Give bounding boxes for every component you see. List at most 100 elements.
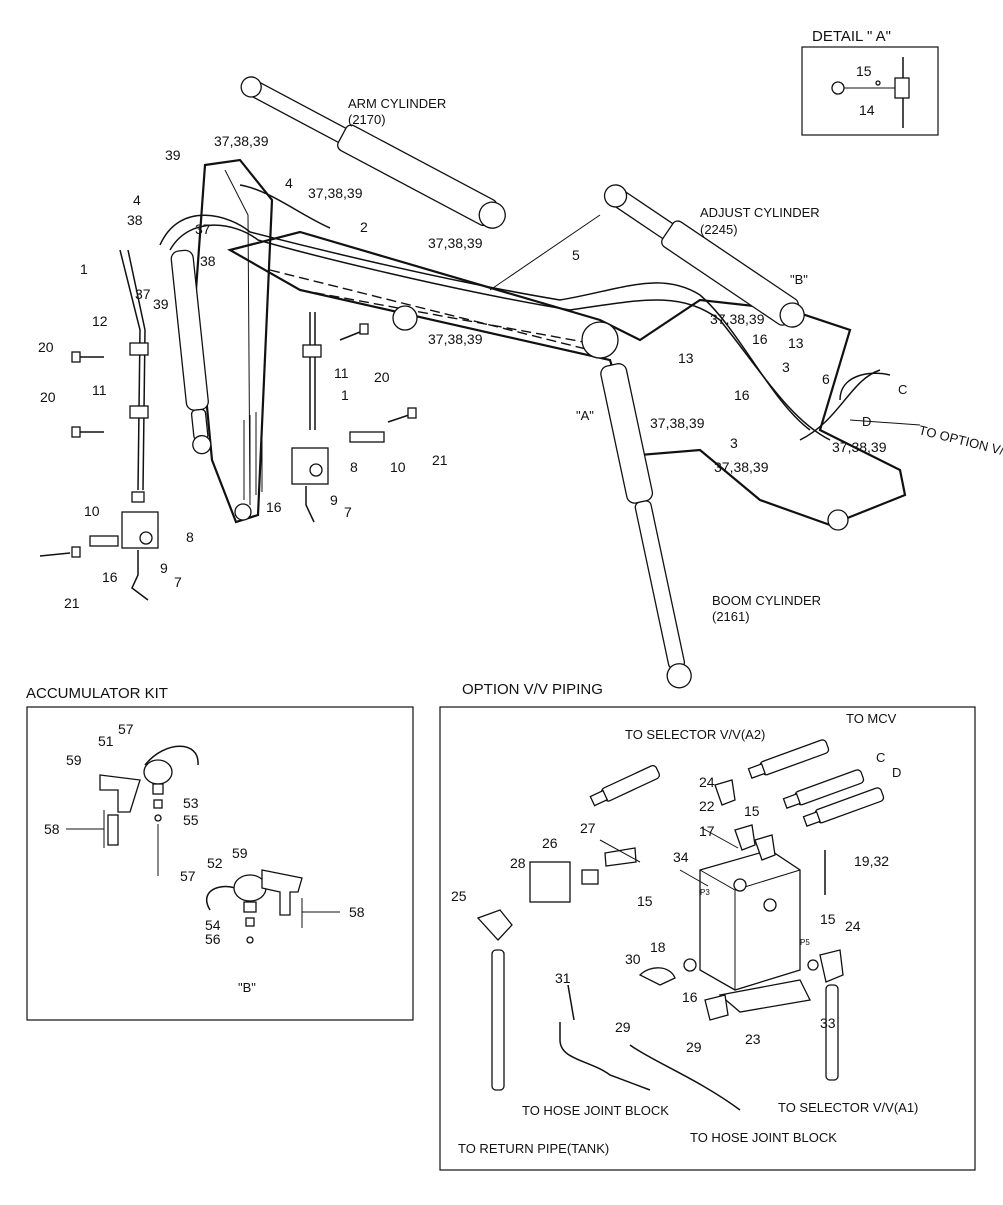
valve-port-2 [763,898,777,912]
hose-to-selector-a2 [589,764,660,807]
elbow-22-a [734,824,756,851]
elbow-24-top [714,779,736,806]
boom-hidden-line [299,289,601,346]
quote-a-label: "A" [576,408,594,423]
elbow-22-b [754,834,776,861]
adjust-cylinder-leader [489,214,601,291]
callout-vv-19: 19,32 [854,853,889,869]
accumulator-upper [99,745,199,876]
callout-20-a: 20 [38,339,54,355]
clamp-12 [129,342,149,356]
boom-bracket-pin [392,305,418,331]
callout-vv-16: 16 [682,989,698,1005]
arm-tip-pin [234,503,252,521]
callout-2: 2 [360,219,368,235]
pipe-line-upper [159,214,811,431]
bolt-21-group [39,407,417,558]
arm-inner-line [224,169,251,506]
adjust-cylinder-code: (2245) [700,222,738,237]
callout-acc-59b: 59 [232,845,248,861]
callout-vv-27: 27 [580,820,596,836]
letter-d-label: D [862,414,871,429]
flange-30 [638,967,676,986]
hose-joint-2 [629,1044,741,1111]
callout-37-h: 37,38,39 [650,415,705,431]
stop-valve-8-left [89,511,159,601]
callout-8-b: 8 [186,529,194,545]
callout-3-a: 3 [782,359,790,375]
callout-37-i: 37,38,39 [832,439,887,455]
callout-7-b: 7 [174,574,182,590]
oring-15-right [807,959,819,971]
callout-acc-57a: 57 [118,721,134,737]
option-piping-title: OPTION V/V PIPING [462,681,603,698]
callout-vv-28: 28 [510,855,526,871]
fitting-26 [581,869,599,885]
callout-vv-31: 31 [555,970,571,986]
callout-38-b: 38 [200,253,216,269]
to-return-pipe-label: TO RETURN PIPE(TANK) [458,1141,609,1156]
callout-6: 6 [822,371,830,387]
to-selector-a2-label: TO SELECTOR V/V(A2) [625,727,765,742]
callout-4-a: 4 [133,192,141,208]
boom-cylinder-code: (2161) [712,609,750,624]
boom-cylinder [600,363,692,689]
detail-a-panel: DETAIL " A" 15 14 [801,28,939,136]
callout-20-c: 20 [374,369,390,385]
bolt-20-group [71,323,369,438]
callout-vv-15c: 15 [820,911,836,927]
callout-vv-34: 34 [673,849,689,865]
callout-21-b: 21 [64,595,80,611]
accumulator-kit-frame [26,706,414,1021]
callout-16-d: 16 [102,569,118,585]
callout-11-b: 11 [334,365,349,381]
hose-to-mcv [747,739,830,779]
callout-acc-58a: 58 [44,821,60,837]
block-28 [529,861,571,903]
callout-39-d: 39 [153,296,169,312]
callout-37-top: 37,38,39 [214,133,269,149]
callout-vv-24a: 24 [699,774,715,790]
boom-pivot-pin [581,321,619,359]
accumulator-kit-panel: ACCUMULATOR KIT 57 51 59 53 55 [26,685,414,1021]
adjust-cylinder [603,184,805,328]
vv-d-label: D [892,765,901,780]
stop-valve-8-right [291,431,385,523]
valve-base-plate-33 [718,979,811,1013]
detail-a-clip [894,77,910,99]
callout-37-j: 37,38,39 [714,459,769,475]
callout-acc-57b: 57 [180,868,196,884]
callout-7-a: 7 [344,504,352,520]
callout-acc-54: 54 [205,917,221,933]
callout-37-e: 37,38,39 [428,235,483,251]
bucket-cylinder [170,249,212,455]
arm-cylinder-code: (2170) [348,112,386,127]
callout-38-a: 38 [127,212,143,228]
callout-acc-56: 56 [205,931,221,947]
callout-acc-58b: 58 [349,904,365,920]
pipe-1-left [119,249,141,491]
callout-37-g: 37,38,39 [710,311,765,327]
elbow-23 [704,994,729,1021]
callout-37-f: 37,38,39 [428,331,483,347]
callout-3-b: 3 [730,435,738,451]
pipe-1-left-b [127,249,146,491]
port-p3-label: P3 [700,888,710,897]
boom-hidden-line-2 [269,269,591,351]
callout-1-a: 1 [80,261,88,277]
callout-37-b: 37,38,39 [308,185,363,201]
callout-9-b: 9 [160,560,168,576]
detail-a-washer [875,80,881,86]
hose-d [802,787,885,827]
leader-17 [701,827,739,849]
callout-acc-55: 55 [183,812,199,828]
callout-4-b: 4 [285,175,293,191]
callout-acc-59a: 59 [66,752,82,768]
tee-27 [604,847,637,867]
callout-vv-17: 17 [699,823,715,839]
pipe-line-lower [169,224,831,441]
option-piping-panel: OPTION V/V PIPING [439,681,976,1171]
callout-vv-26: 26 [542,835,558,851]
